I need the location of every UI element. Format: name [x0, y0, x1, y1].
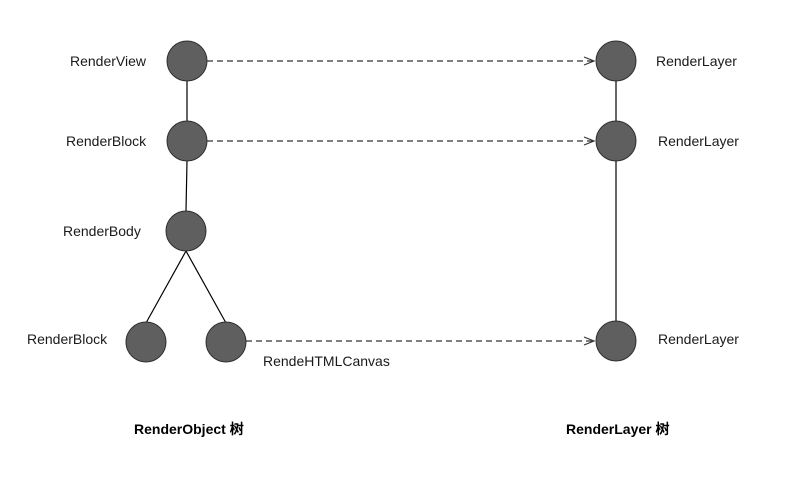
node-renderblock: [166, 120, 208, 162]
edge-renderbody-renderblock-child: [145, 250, 187, 324]
label-renderblock: RenderBlock: [66, 133, 147, 149]
edge-renderblock-renderbody: [185, 160, 188, 212]
node-layer-bottom: [595, 320, 637, 362]
node-renderview: [166, 40, 208, 82]
node-htmlcanvas: [205, 321, 247, 363]
node-renderblock-child: [125, 321, 167, 363]
node-layer-top: [595, 40, 637, 82]
label-layer-bottom: RenderLayer: [658, 331, 739, 347]
label-renderbody: RenderBody: [63, 223, 141, 239]
caption-renderlayer-tree: RenderLayer 树: [566, 421, 670, 437]
node-renderbody: [165, 210, 207, 252]
label-htmlcanvas: RendeHTMLCanvas: [263, 353, 390, 369]
label-renderview: RenderView: [70, 53, 147, 69]
caption-renderobject-tree: RenderObject 树: [134, 421, 244, 437]
label-layer-top: RenderLayer: [656, 53, 737, 69]
label-layer-middle: RenderLayer: [658, 133, 739, 149]
edge-renderbody-htmlcanvas: [185, 250, 227, 324]
node-layer-middle: [595, 120, 637, 162]
label-renderblock-child: RenderBlock: [27, 331, 108, 347]
